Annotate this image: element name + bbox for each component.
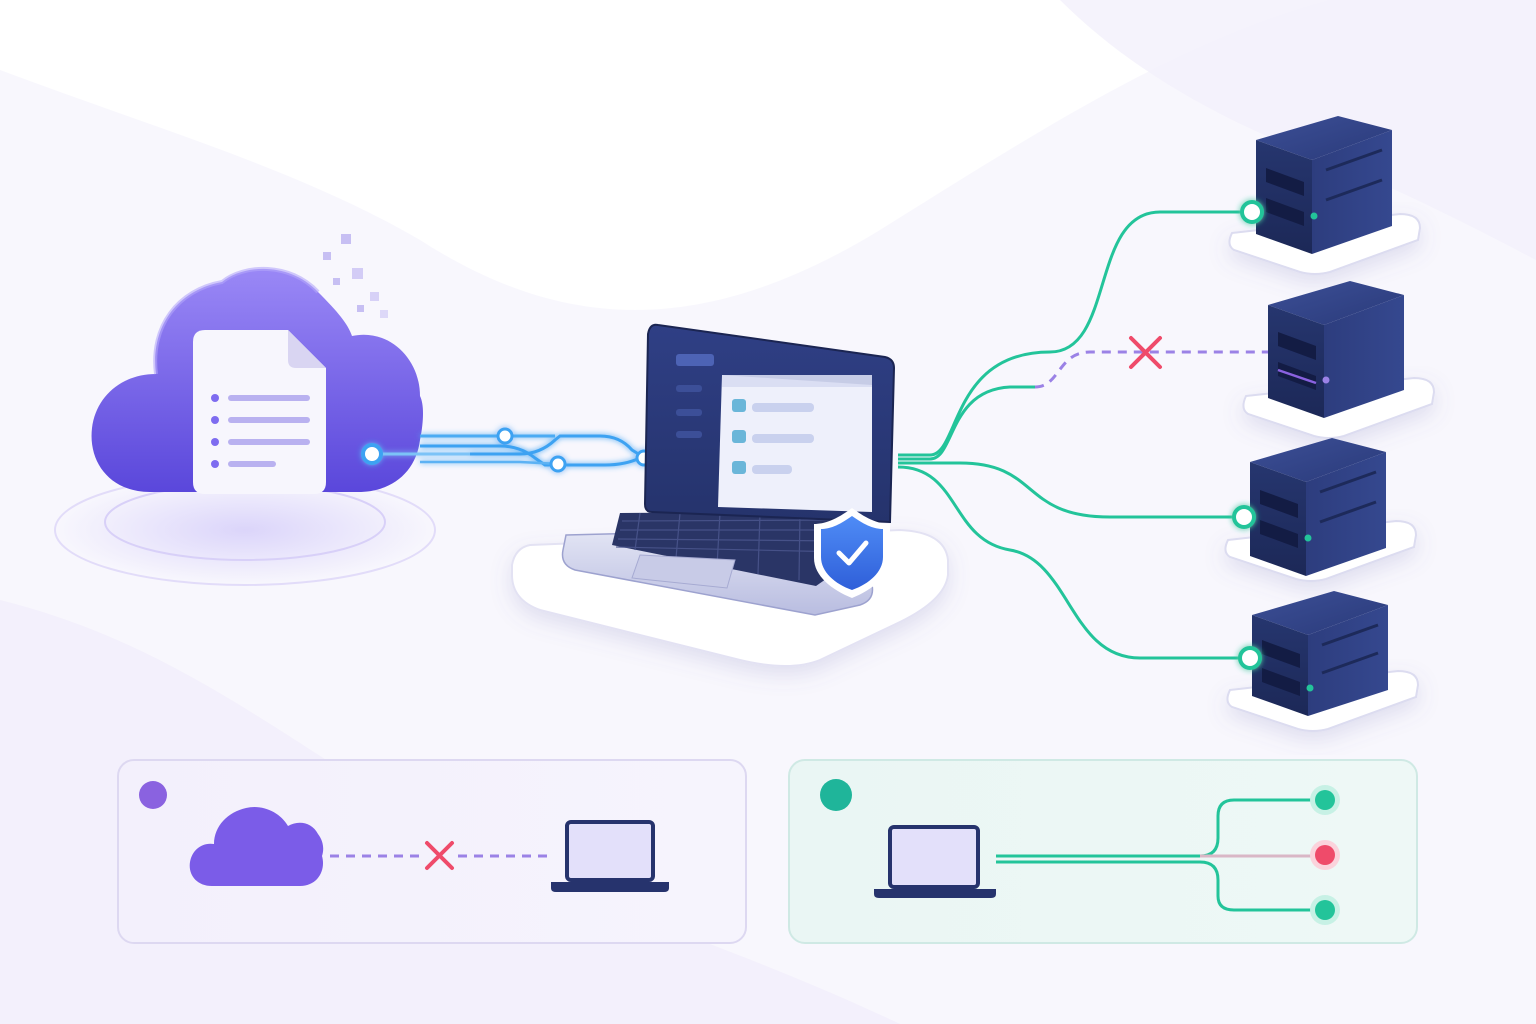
legend-panel-disconnected bbox=[117, 759, 747, 944]
laptop-sidebar bbox=[676, 354, 714, 438]
laptop-icon bbox=[551, 820, 669, 892]
link-node bbox=[361, 443, 383, 465]
server-3-status bbox=[1232, 505, 1256, 529]
document-lines bbox=[211, 394, 310, 468]
legend-panel-distributed bbox=[788, 759, 1418, 944]
floating-pixels bbox=[323, 234, 388, 318]
server-4 bbox=[1226, 591, 1420, 732]
link-server-4 bbox=[897, 465, 1248, 660]
cloud-laptop-link bbox=[361, 427, 660, 473]
cloud-node bbox=[54, 234, 436, 586]
laptop-trackpad bbox=[631, 554, 736, 589]
failed-x-icon bbox=[425, 841, 454, 870]
link-server-1 bbox=[898, 210, 1250, 457]
link-node bbox=[496, 427, 514, 445]
link-server-2-connected bbox=[898, 385, 1035, 461]
failed-x-icon bbox=[1129, 336, 1162, 369]
distribution-lines bbox=[996, 798, 1312, 912]
panel-marker-green bbox=[820, 779, 852, 811]
link-server-3 bbox=[898, 461, 1242, 519]
laptop-node bbox=[511, 323, 949, 667]
shield-check-icon bbox=[814, 508, 890, 598]
panel-marker-purple bbox=[139, 781, 167, 809]
cloud-icon bbox=[189, 806, 324, 886]
servers bbox=[1224, 116, 1436, 732]
link-node bbox=[549, 455, 567, 473]
server-1 bbox=[1228, 116, 1422, 275]
laptop-icon bbox=[874, 825, 996, 898]
laptop-window bbox=[718, 375, 872, 512]
server-1-status bbox=[1240, 200, 1264, 224]
cloud-glow bbox=[55, 475, 435, 585]
laptop-list bbox=[732, 399, 814, 474]
server-3 bbox=[1224, 438, 1418, 582]
document-icon bbox=[193, 330, 326, 494]
server-2 bbox=[1242, 281, 1436, 439]
server-4-status bbox=[1238, 646, 1262, 670]
link-server-2-failed bbox=[1034, 350, 1270, 389]
server-links bbox=[897, 210, 1270, 660]
